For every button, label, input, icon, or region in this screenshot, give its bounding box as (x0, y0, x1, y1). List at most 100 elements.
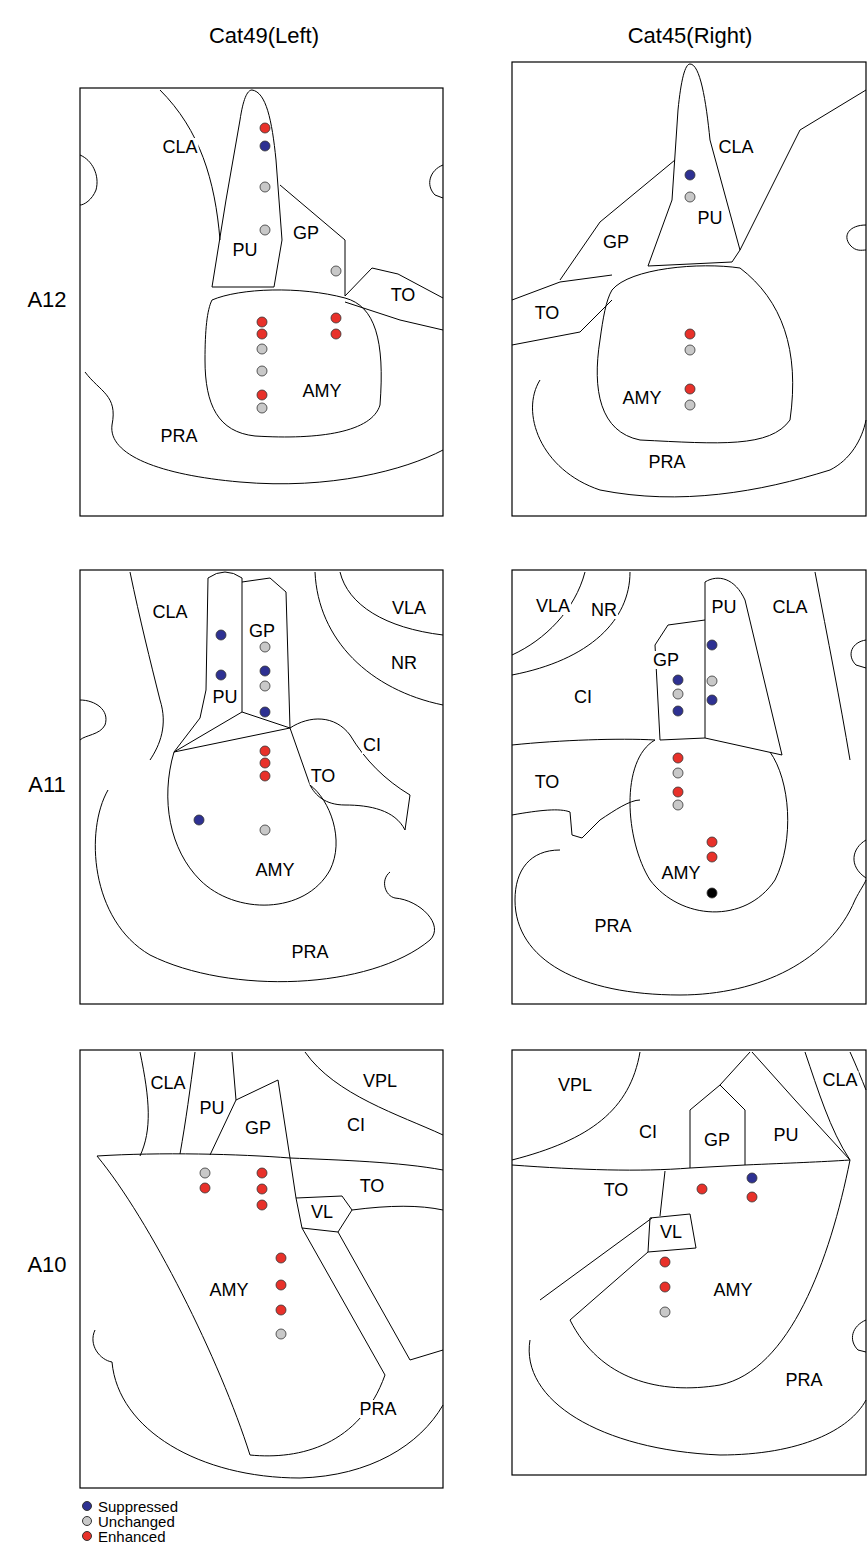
region-label: PRA (358, 1400, 397, 1418)
column-heading: Cat45(Right) (627, 25, 754, 47)
brain-outline (174, 572, 242, 752)
region-label: GP (602, 233, 630, 251)
brain-outline (352, 1206, 443, 1210)
region-label: NR (590, 601, 618, 619)
brain-outline (140, 1052, 148, 1156)
legend-swatch (82, 1531, 92, 1541)
brain-outline (85, 372, 443, 484)
recording-site (673, 689, 683, 699)
brain-outline (570, 1252, 648, 1320)
recording-site (276, 1329, 286, 1339)
region-label: TO (534, 773, 561, 791)
legend-entry: Enhanced (82, 1528, 166, 1544)
recording-site (673, 800, 683, 810)
brain-outline (512, 1052, 640, 1160)
region-label: PRA (784, 1371, 823, 1389)
brain-outline (655, 620, 705, 740)
brain-outline (290, 719, 410, 830)
recording-site (260, 758, 270, 768)
recording-site (276, 1280, 286, 1290)
region-label: AMY (712, 1281, 753, 1299)
recording-site (747, 1173, 757, 1183)
recording-site (707, 640, 717, 650)
brain-outline (305, 1052, 443, 1135)
panel-frame (80, 570, 443, 1004)
brain-outline (430, 165, 443, 198)
recording-site (697, 1184, 707, 1194)
region-label: CLA (149, 1074, 186, 1092)
region-label: NR (390, 654, 418, 672)
brain-outline (174, 728, 290, 752)
brain-outline (512, 800, 640, 838)
brain-outline (80, 700, 106, 740)
recording-site (331, 329, 341, 339)
region-label: GP (652, 651, 680, 669)
region-label: VLA (535, 597, 571, 615)
brain-outline (705, 578, 782, 755)
brain-outline (290, 1158, 296, 1198)
region-label: CI (346, 1116, 366, 1134)
region-label: PRA (290, 943, 329, 961)
brain-outline (597, 266, 792, 443)
recording-site (257, 344, 267, 354)
recording-site (260, 825, 270, 835)
recording-site (216, 630, 226, 640)
section-label: A10 (26, 1254, 67, 1276)
legend-entry: Suppressed (82, 1498, 178, 1514)
recording-site (685, 384, 695, 394)
recording-site (673, 753, 683, 763)
region-label: CI (573, 688, 593, 706)
region-label: PU (696, 209, 723, 227)
brain-outline (533, 380, 867, 497)
recording-site (257, 403, 267, 413)
brain-outline (512, 275, 612, 300)
region-label: TO (390, 286, 417, 304)
brain-outline (205, 290, 381, 437)
panel-frame (512, 570, 866, 1004)
recording-site (260, 642, 270, 652)
brain-outline (648, 64, 740, 266)
region-label: CLA (717, 138, 754, 156)
recording-site (260, 771, 270, 781)
recording-site (257, 1184, 267, 1194)
panel-frame (512, 62, 866, 516)
brain-outline (302, 1228, 385, 1375)
legend-text: Unchanged (98, 1514, 175, 1529)
recording-site (200, 1168, 210, 1178)
region-label: PRA (647, 453, 686, 471)
region-label: PU (772, 1126, 799, 1144)
recording-site (260, 141, 270, 151)
panel-frame (80, 88, 443, 516)
brain-outline (847, 225, 866, 250)
recording-site (200, 1183, 210, 1193)
region-label: CI (362, 736, 382, 754)
panel-frame (512, 1050, 866, 1475)
recording-site (260, 182, 270, 192)
recording-site (194, 815, 204, 825)
brain-outline (648, 1214, 696, 1252)
region-label: AMY (621, 389, 662, 407)
region-label: VL (659, 1223, 683, 1241)
brain-outline (242, 578, 290, 728)
recording-site (260, 225, 270, 235)
brain-outline (512, 572, 630, 675)
region-label: PU (231, 241, 258, 259)
recording-site (331, 266, 341, 276)
recording-site (276, 1305, 286, 1315)
column-heading: Cat49(Left) (208, 25, 320, 47)
recording-site (660, 1282, 670, 1292)
brain-outline (512, 739, 655, 745)
brain-outline (512, 572, 585, 655)
brain-outline (236, 1080, 290, 1158)
recording-site (257, 329, 267, 339)
region-label: TO (603, 1181, 630, 1199)
region-label: AMY (301, 382, 342, 400)
recording-site (260, 746, 270, 756)
recording-site (707, 695, 717, 705)
brain-outline (345, 302, 443, 330)
brain-outline (515, 850, 866, 995)
region-label: VPL (362, 1072, 398, 1090)
brain-outline (340, 572, 443, 635)
region-label: AMY (660, 864, 701, 882)
legend-entry: Unchanged (82, 1513, 175, 1529)
